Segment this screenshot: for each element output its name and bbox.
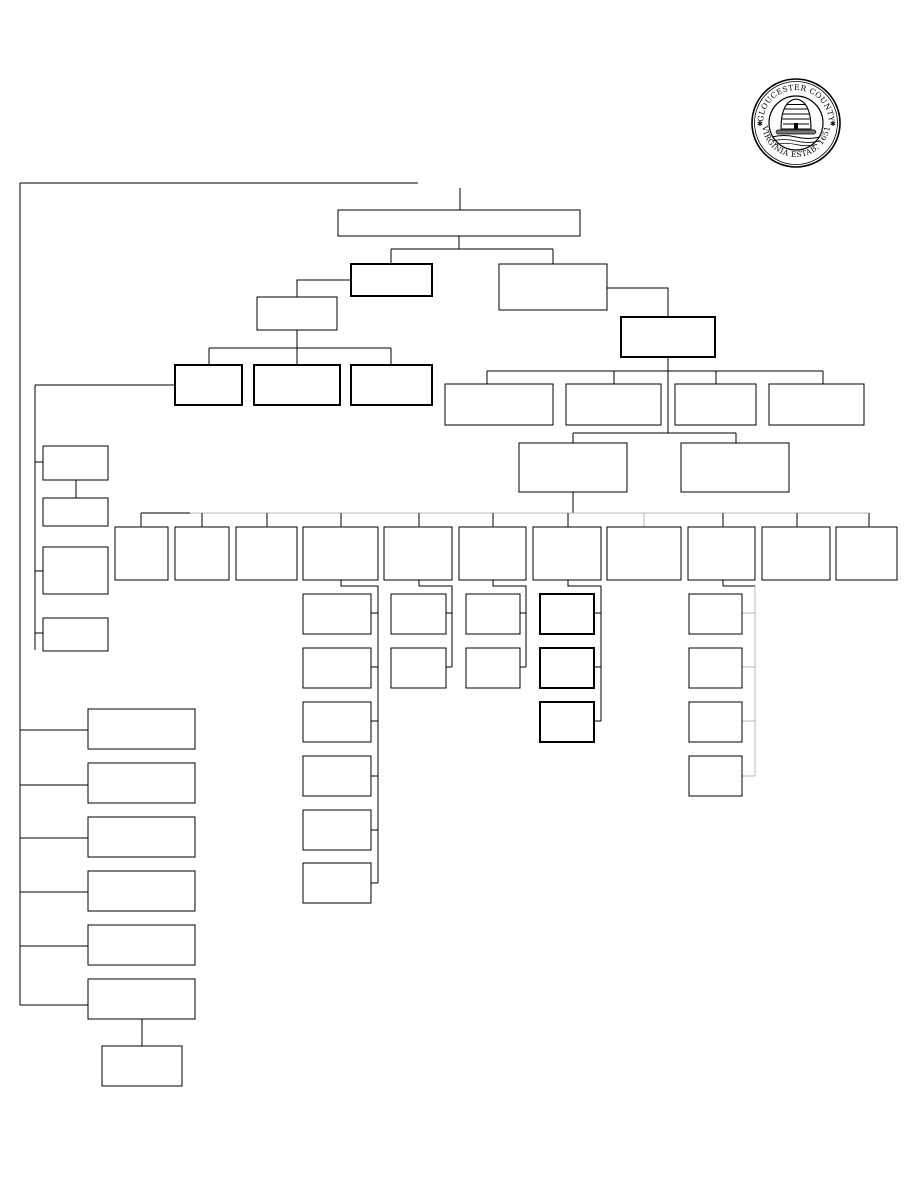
org-box [87,870,196,912]
svg-text:✱: ✱ [830,120,836,128]
org-box [87,708,196,750]
org-box [539,593,595,635]
org-box [606,526,682,581]
org-box [302,809,372,851]
org-box [539,647,595,689]
org-box [620,316,716,358]
org-box [444,383,554,426]
org-box [539,701,595,743]
star-ornament-icon: ✱ ✱ [757,120,836,128]
org-box [680,442,790,493]
org-box [768,383,865,426]
org-box [835,526,898,581]
org-box [518,442,628,493]
org-box [761,526,831,581]
org-box [350,364,433,406]
org-box [390,647,447,689]
org-box [87,816,196,858]
org-box [235,526,298,581]
org-box [688,593,743,635]
org-box [458,526,527,581]
beehive-icon [771,98,821,147]
org-box [688,647,743,689]
org-box [42,497,109,527]
org-box [383,526,453,581]
org-box [87,924,196,966]
connector-lines [19,182,870,1046]
org-box [87,978,196,1020]
org-box [390,593,447,635]
org-box [465,593,521,635]
org-box [87,762,196,804]
org-box [674,383,757,426]
org-box [498,263,608,311]
org-box [101,1045,183,1087]
org-boxes [42,209,898,1087]
org-box [565,383,662,426]
org-box [337,209,581,237]
org-box [302,755,372,797]
org-box [42,617,109,652]
org-box [42,445,109,481]
org-box [302,526,379,581]
org-box [532,526,602,581]
org-box [688,755,743,797]
org-box [302,862,372,904]
org-box [302,701,372,743]
org-box [253,364,341,406]
org-box [42,546,109,595]
org-box [350,263,433,297]
org-box [256,296,338,331]
county-seal: GLOUCESTER COUNTY VIRGINIA ESTAB. 1651 ✱… [751,78,841,168]
org-box [687,526,756,581]
org-box [302,593,372,635]
org-box [302,647,372,689]
org-box [114,526,169,581]
org-box [174,364,243,406]
org-box [174,526,230,581]
svg-text:✱: ✱ [757,120,763,128]
org-box [465,647,521,689]
org-box [688,701,743,743]
